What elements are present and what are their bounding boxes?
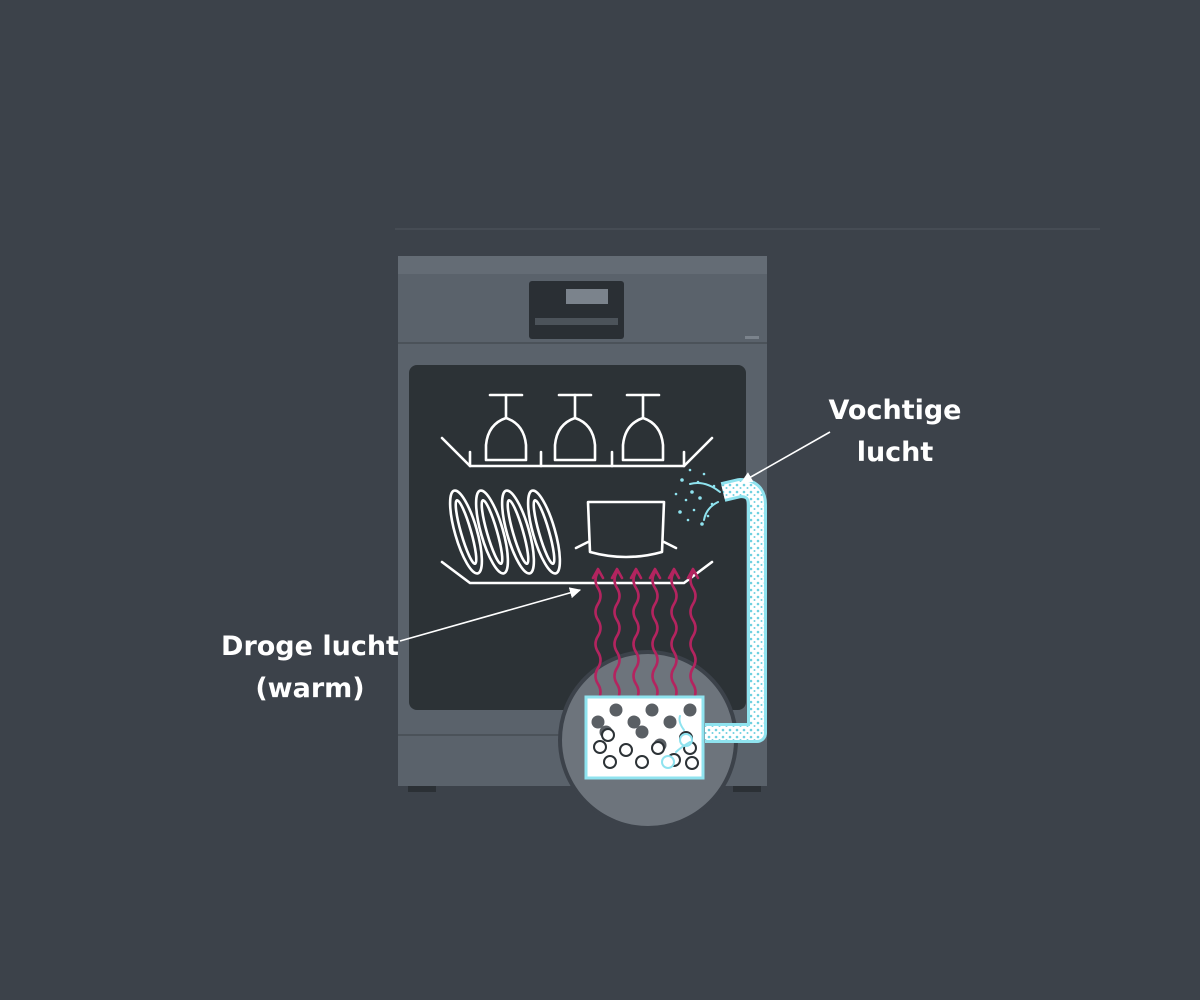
moisture-droplet [698, 496, 702, 500]
moisture-droplet [690, 490, 694, 494]
moisture-droplet [680, 478, 684, 482]
moisture-droplet [688, 468, 692, 472]
moisture-curl-icon [675, 482, 721, 753]
moist-air-leader [741, 431, 831, 483]
moist-air-label-line2: lucht [856, 437, 934, 468]
plate-icon [500, 489, 536, 575]
dry-air-label: Droge lucht (warm) [212, 626, 408, 710]
moist-air-label-line1: Vochtige [828, 395, 962, 426]
moisture-droplet [674, 492, 678, 496]
zeolite-bead-dry [619, 743, 633, 757]
zeolite-beads-icon [584, 695, 705, 780]
plate-icon [474, 489, 510, 575]
moisture-droplet [692, 508, 696, 512]
heat-wave-arrow-icon [667, 567, 681, 702]
zeolite-bead-absorbing [661, 755, 675, 769]
moisture-droplets-icon [674, 468, 716, 526]
dishwasher-feet-left [408, 784, 436, 792]
heat-wave-arrow-icon [591, 567, 605, 702]
zeolite-bead-dry [601, 728, 615, 742]
duct-fill [705, 481, 764, 740]
heat-wave-arrow-icon [610, 567, 624, 702]
zeolite-bead-saturated [683, 703, 697, 717]
upper-rack [440, 393, 714, 468]
moisture-droplet [686, 518, 690, 522]
zeolite-bead-dry [651, 741, 665, 755]
dishwasher-top-panel [398, 256, 767, 274]
control-display-screen [566, 289, 608, 304]
heat-wave-arrow-icon [686, 567, 700, 702]
zeolite-bead-saturated [635, 725, 649, 739]
moist-air-label: Vochtige lucht [820, 390, 970, 474]
dishwasher-feet-right [733, 784, 761, 792]
dry-air-label-line2: (warm) [255, 673, 365, 704]
dry-air-label-line1: Droge lucht [221, 631, 399, 662]
wine-glass-icon [553, 393, 597, 462]
lower-rack [440, 489, 714, 585]
heat-wave-arrow-icon [648, 567, 662, 702]
zeolite-bead-saturated [663, 715, 677, 729]
control-display-bar [535, 318, 618, 325]
zeolite-bead-saturated [609, 703, 623, 717]
plate-icon [448, 489, 484, 575]
upper-rack-basket [440, 436, 714, 468]
moisture-droplet [702, 472, 706, 476]
moisture-droplet [700, 522, 704, 526]
bowl-icon [574, 500, 678, 559]
zeolite-bead-dry [593, 740, 607, 754]
heat-wave-arrow-icon [629, 567, 643, 702]
dry-air-flow [591, 567, 700, 702]
zeolite-bead-dry [603, 755, 617, 769]
wine-glass-icon [621, 393, 665, 462]
zeolite-bead-dry [685, 756, 699, 770]
zeolite-bead-saturated [591, 715, 605, 729]
wine-glass-icon [484, 393, 528, 462]
dry-air-leader [399, 587, 582, 642]
plate-icon [526, 489, 562, 575]
zeolite-bead-saturated [627, 715, 641, 729]
lower-rack-basket [440, 560, 714, 585]
moisture-droplet [684, 498, 688, 502]
zeolite-bead-dry [635, 755, 649, 769]
moisture-droplet [678, 510, 682, 514]
indicator-light [745, 336, 759, 339]
moisture-droplet [706, 514, 710, 518]
air-duct-icon [705, 478, 767, 743]
zeolite-bead-saturated [645, 703, 659, 717]
